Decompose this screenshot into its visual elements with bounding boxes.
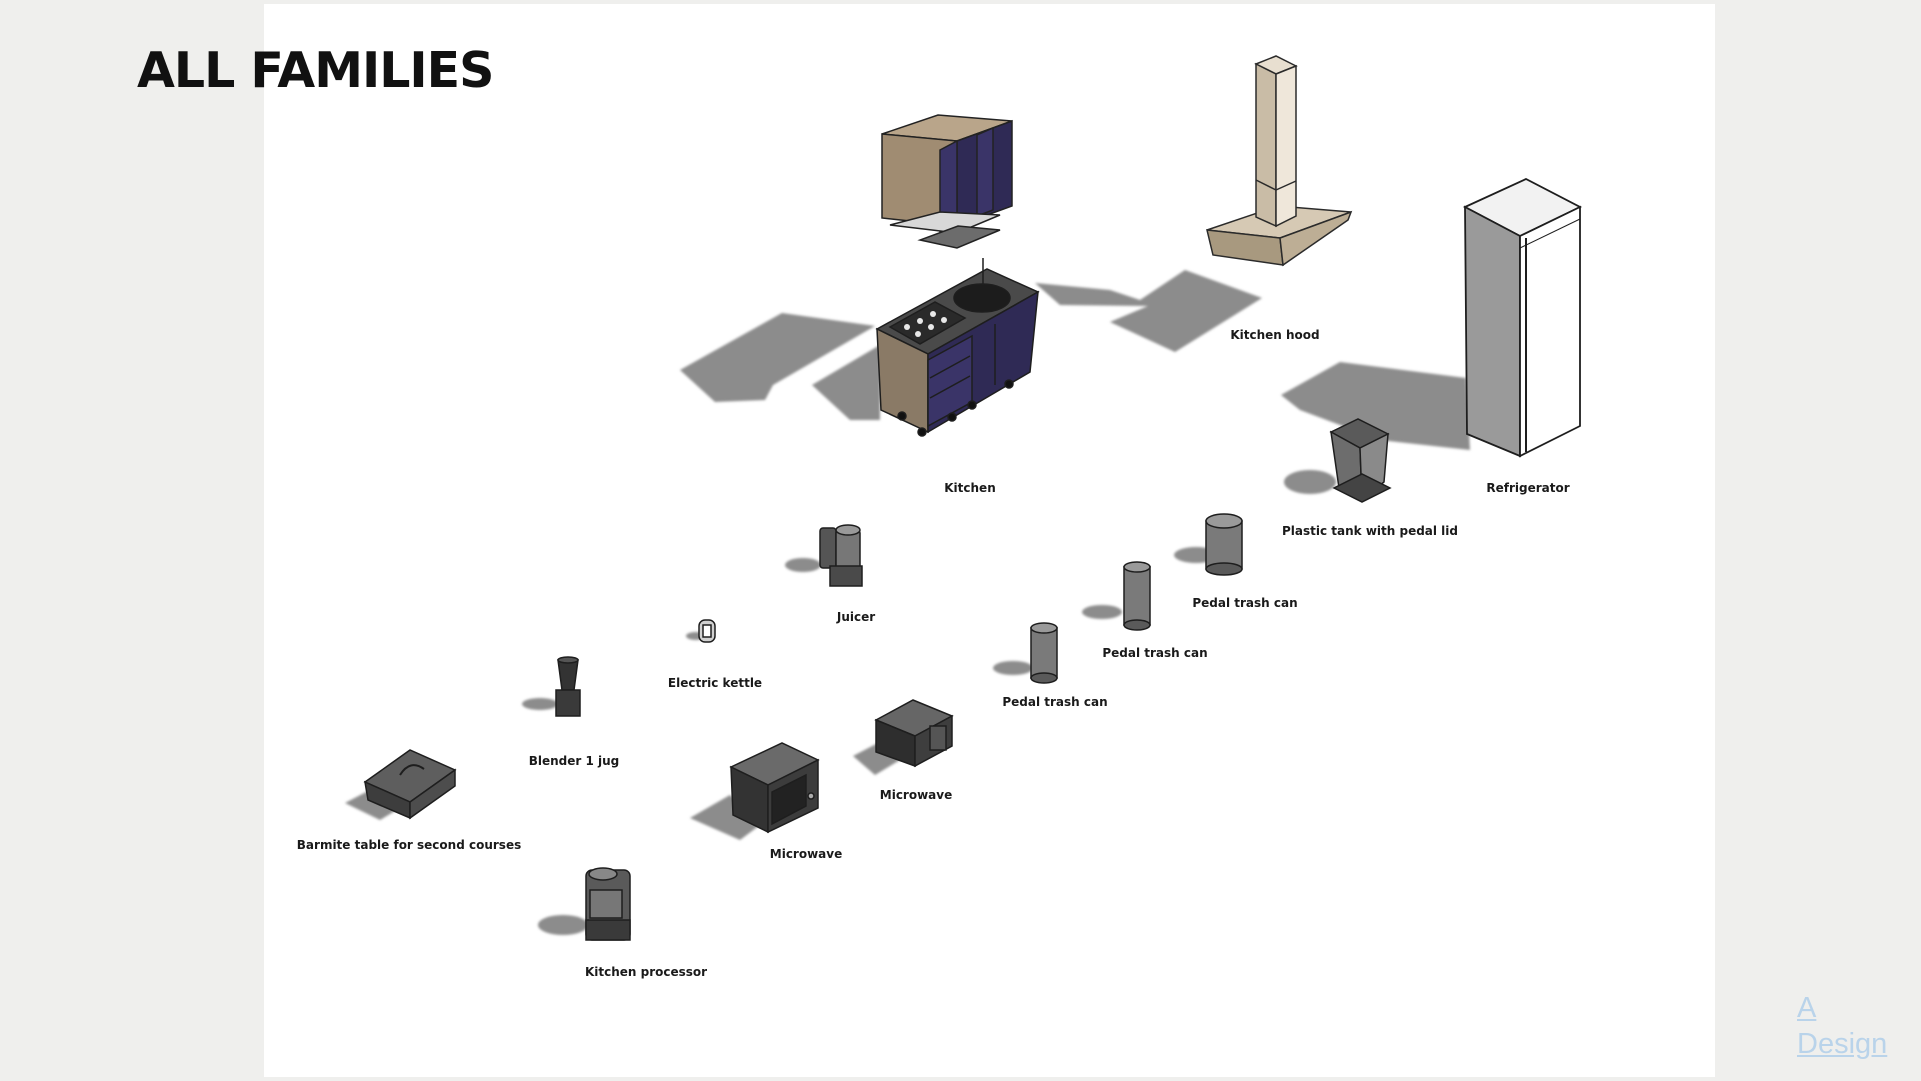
label-plastic-tank: Plastic tank with pedal lid	[1281, 524, 1459, 538]
pedal-trash-can-3	[1030, 622, 1058, 684]
label-kitchen: Kitchen	[944, 481, 996, 495]
plastic-tank-shadow	[1284, 470, 1336, 494]
trash-can-2-shadow	[1082, 605, 1122, 619]
refrigerator-shadow	[1281, 362, 1470, 450]
kitchen-upper-shadow	[680, 313, 875, 402]
label-kitchen-hood: Kitchen hood	[1230, 328, 1320, 342]
juicer	[819, 524, 863, 587]
label-pedal-trash-can-3: Pedal trash can	[1002, 695, 1108, 709]
label-kitchen-processor: Kitchen processor	[584, 965, 708, 979]
label-microwave-small: Microwave	[879, 788, 953, 802]
microwave-large-shadow	[690, 795, 760, 840]
kitchen-shadow	[812, 345, 880, 420]
label-refrigerator: Refrigerator	[1486, 481, 1570, 495]
label-microwave-large: Microwave	[769, 847, 843, 861]
electric-kettle	[698, 619, 716, 643]
barmite-shadow	[345, 790, 400, 820]
trash-can-3-shadow	[993, 661, 1033, 675]
label-pedal-trash-can-2: Pedal trash can	[1102, 646, 1208, 660]
label-blender: Blender 1 jug	[528, 754, 620, 768]
microwave-small	[874, 699, 954, 768]
blender-shadow	[522, 698, 558, 710]
kitchen-hood	[1206, 55, 1353, 267]
pedal-trash-can-1	[1205, 513, 1243, 576]
hood-shadow	[1035, 270, 1262, 352]
processor-shadow	[538, 915, 588, 935]
plastic-tank	[1329, 418, 1392, 503]
kitchen-upper-cabinet	[881, 114, 1013, 249]
page-title: ALL FAMILIES	[137, 42, 494, 99]
shadow-layer	[345, 270, 1470, 935]
label-barmite-table: Barmite table for second courses	[296, 838, 522, 852]
label-electric-kettle: Electric kettle	[667, 676, 763, 690]
kitchen-unit	[875, 258, 1040, 437]
juicer-shadow	[785, 558, 821, 572]
barmite-table	[363, 749, 457, 820]
label-pedal-trash-can-1: Pedal trash can	[1192, 596, 1298, 610]
pedal-trash-can-2	[1123, 561, 1151, 631]
microwave-large	[729, 742, 820, 834]
blender	[555, 656, 581, 717]
kitchen-processor	[585, 867, 631, 941]
brand-line-2: Design	[1797, 1028, 1888, 1060]
label-juicer: Juicer	[836, 610, 876, 624]
refrigerator	[1462, 177, 1583, 458]
brand-line-1: A	[1797, 992, 1817, 1024]
brand-link[interactable]: A Design	[1797, 990, 1887, 1062]
